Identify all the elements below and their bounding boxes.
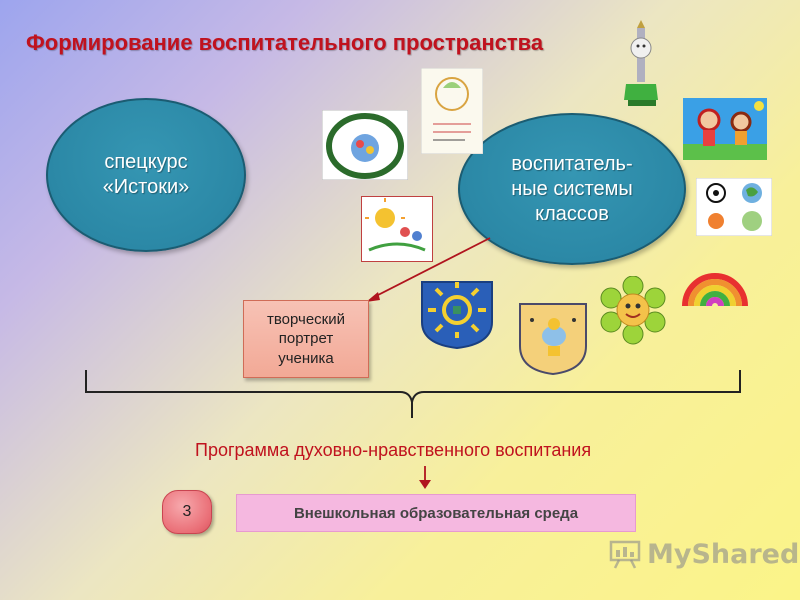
program-arrowhead (419, 480, 431, 489)
ellipse-course: спецкурс «Истоки» (46, 98, 246, 252)
ellipse-class-systems: воспитатель- ные системы классов (458, 113, 686, 265)
presentation-icon (609, 540, 641, 569)
sun-emblem-picture (421, 281, 493, 350)
program-label: Программа духовно-нравственного воспитан… (195, 440, 592, 460)
page-title: Формирование воспитательного пространств… (26, 30, 544, 55)
ellipse-course-label: спецкурс «Истоки» (102, 151, 190, 198)
ellipse-to-portrait-arrowhead (366, 292, 380, 302)
watermark-text: MyShared (647, 538, 800, 570)
environment-box: Внешкольная образовательная среда (236, 494, 636, 532)
children-picture (683, 98, 767, 160)
watermark: MyShared (609, 538, 799, 570)
flower-picture (600, 276, 666, 345)
pen-figure-picture (624, 20, 658, 106)
portrait-box: творческий портрет ученика (243, 300, 369, 378)
number-button[interactable]: 3 (162, 490, 212, 534)
emblem-collage-picture (696, 178, 772, 236)
sun-children-picture (361, 196, 433, 262)
round-logo-picture (322, 110, 408, 180)
bee-emblem-picture (519, 303, 587, 376)
ellipse-class-systems-label: воспитатель- ные системы классов (511, 152, 633, 225)
ellipse-to-portrait-arrow (375, 237, 491, 297)
brace (85, 370, 741, 418)
rainbow-picture (682, 273, 748, 307)
drawing-picture (421, 68, 483, 154)
